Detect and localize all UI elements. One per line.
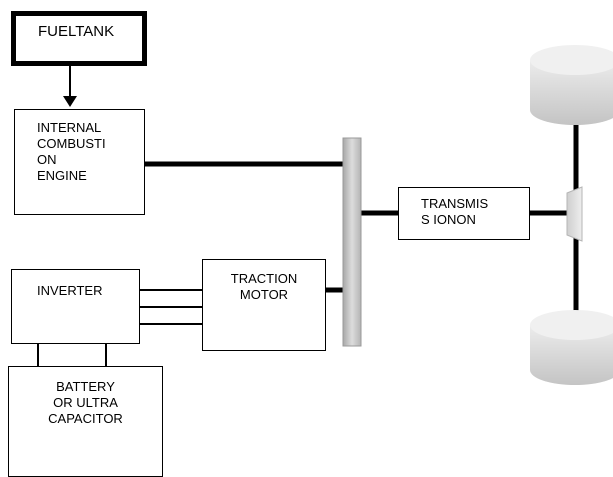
fuel-tank-block: FUELTANK (11, 11, 147, 66)
wheel-bottom (530, 310, 613, 385)
transmission-block: TRANSMIS S IONON (398, 187, 530, 240)
battery-block: BATTERY OR ULTRA CAPACITOR (8, 366, 163, 477)
fuel-arrowhead (63, 96, 77, 107)
wheel-top (530, 45, 613, 125)
engine-label-line-4: ENGINE (37, 168, 87, 183)
traction-motor-label-line-2: MOTOR (239, 287, 289, 302)
engine-label-line-1: INTERNAL (37, 120, 102, 135)
internal-combustion-engine-block: INTERNAL COMBUSTI ON ENGINE (14, 109, 145, 215)
inverter-block: INVERTER (11, 269, 140, 344)
fuel-tank-label: FUELTANK (38, 23, 115, 40)
transmission-label-line-1: TRANSMIS (421, 196, 489, 211)
mechanical-coupler (342, 137, 362, 347)
engine-label-line-2: COMBUSTI (37, 136, 106, 151)
battery-label-line-3: CAPACITOR (48, 411, 123, 426)
engine-label-line-3: ON (37, 152, 57, 167)
battery-label-line-1: BATTERY (56, 379, 115, 394)
traction-motor-label-line-1: TRACTION (230, 271, 298, 286)
transmission-label-line-2: S IONON (421, 212, 476, 227)
traction-motor-block: TRACTION MOTOR (202, 259, 326, 351)
inverter-label: INVERTER (37, 283, 103, 298)
differential (566, 186, 583, 242)
battery-label-line-2: OR ULTRA (53, 395, 118, 410)
